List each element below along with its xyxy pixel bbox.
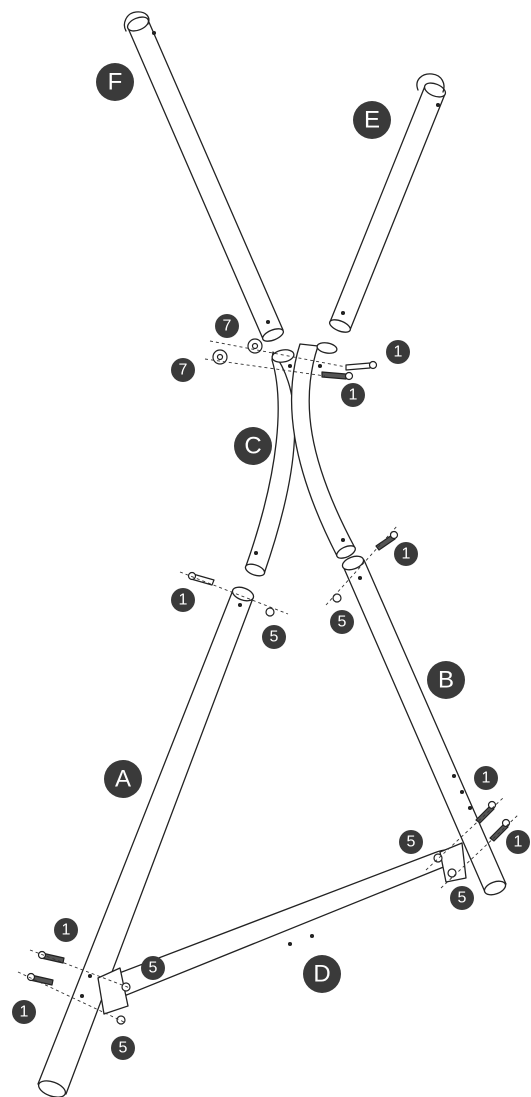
nut bbox=[447, 868, 457, 878]
alignment-lines bbox=[17, 340, 519, 1023]
bolt bbox=[475, 800, 497, 824]
tube-f bbox=[123, 11, 285, 342]
svg-text:D: D bbox=[313, 961, 330, 988]
svg-text:C: C bbox=[244, 433, 261, 460]
bolt bbox=[321, 371, 354, 381]
svg-text:5: 5 bbox=[119, 1040, 128, 1057]
bolt bbox=[345, 360, 378, 371]
nut-callout: 5 bbox=[111, 1036, 135, 1060]
bolt bbox=[26, 972, 54, 986]
svg-text:E: E bbox=[364, 107, 380, 134]
svg-text:F: F bbox=[108, 69, 123, 96]
nut bbox=[433, 853, 443, 863]
part-b-callout: B bbox=[427, 661, 465, 699]
nut-callout: 5 bbox=[450, 886, 474, 910]
part-d-callout: D bbox=[303, 955, 341, 993]
part-f-callout: F bbox=[96, 63, 134, 101]
washer bbox=[247, 338, 263, 354]
washer-callout: 7 bbox=[215, 314, 239, 338]
part-c-callout: C bbox=[234, 427, 272, 465]
washer-callout: 7 bbox=[171, 358, 195, 382]
svg-text:7: 7 bbox=[223, 318, 232, 335]
svg-text:B: B bbox=[438, 667, 454, 694]
bolt bbox=[375, 530, 399, 551]
bolt-callout: 1 bbox=[171, 588, 195, 612]
washer bbox=[212, 349, 228, 365]
bolt-callout: 1 bbox=[341, 383, 365, 407]
bolt-callout: 1 bbox=[386, 340, 410, 364]
tube-e bbox=[328, 73, 447, 333]
nut bbox=[121, 982, 131, 992]
nut-callout: 5 bbox=[399, 830, 423, 854]
tube-c bbox=[244, 342, 356, 577]
tube-a bbox=[37, 586, 255, 1097]
nut bbox=[265, 607, 275, 617]
svg-text:A: A bbox=[115, 766, 131, 793]
part-a-callout: A bbox=[104, 760, 142, 798]
bolt-callout: 1 bbox=[506, 830, 530, 854]
svg-text:5: 5 bbox=[407, 834, 416, 851]
tube-d bbox=[97, 842, 467, 1015]
svg-text:7: 7 bbox=[179, 362, 188, 379]
svg-text:1: 1 bbox=[402, 546, 411, 563]
svg-text:5: 5 bbox=[270, 629, 279, 646]
bolt bbox=[489, 818, 511, 842]
svg-text:1: 1 bbox=[179, 592, 188, 609]
bolt bbox=[187, 571, 215, 586]
svg-text:1: 1 bbox=[394, 344, 403, 361]
nut-hardware bbox=[116, 593, 457, 1025]
part-e-callout: E bbox=[353, 101, 391, 139]
nut bbox=[116, 1015, 126, 1025]
svg-text:5: 5 bbox=[458, 890, 467, 907]
svg-text:1: 1 bbox=[62, 922, 71, 939]
svg-text:1: 1 bbox=[349, 387, 358, 404]
bolt-hardware bbox=[26, 360, 511, 986]
bolt-callout: 1 bbox=[54, 918, 78, 942]
svg-text:5: 5 bbox=[338, 614, 347, 631]
nut-callout: 5 bbox=[262, 625, 286, 649]
svg-text:5: 5 bbox=[149, 960, 158, 977]
nut bbox=[332, 593, 342, 603]
nut-callout: 5 bbox=[330, 610, 354, 634]
tube-b bbox=[341, 555, 507, 896]
nut-callout: 5 bbox=[141, 956, 165, 980]
bolt-callout: 1 bbox=[474, 766, 498, 790]
svg-text:1: 1 bbox=[20, 1004, 29, 1021]
svg-text:1: 1 bbox=[482, 770, 491, 787]
bolt-callout: 1 bbox=[394, 542, 418, 566]
svg-text:1: 1 bbox=[514, 834, 523, 851]
bolt-callout: 1 bbox=[12, 1000, 36, 1024]
washer-hardware bbox=[212, 338, 263, 365]
